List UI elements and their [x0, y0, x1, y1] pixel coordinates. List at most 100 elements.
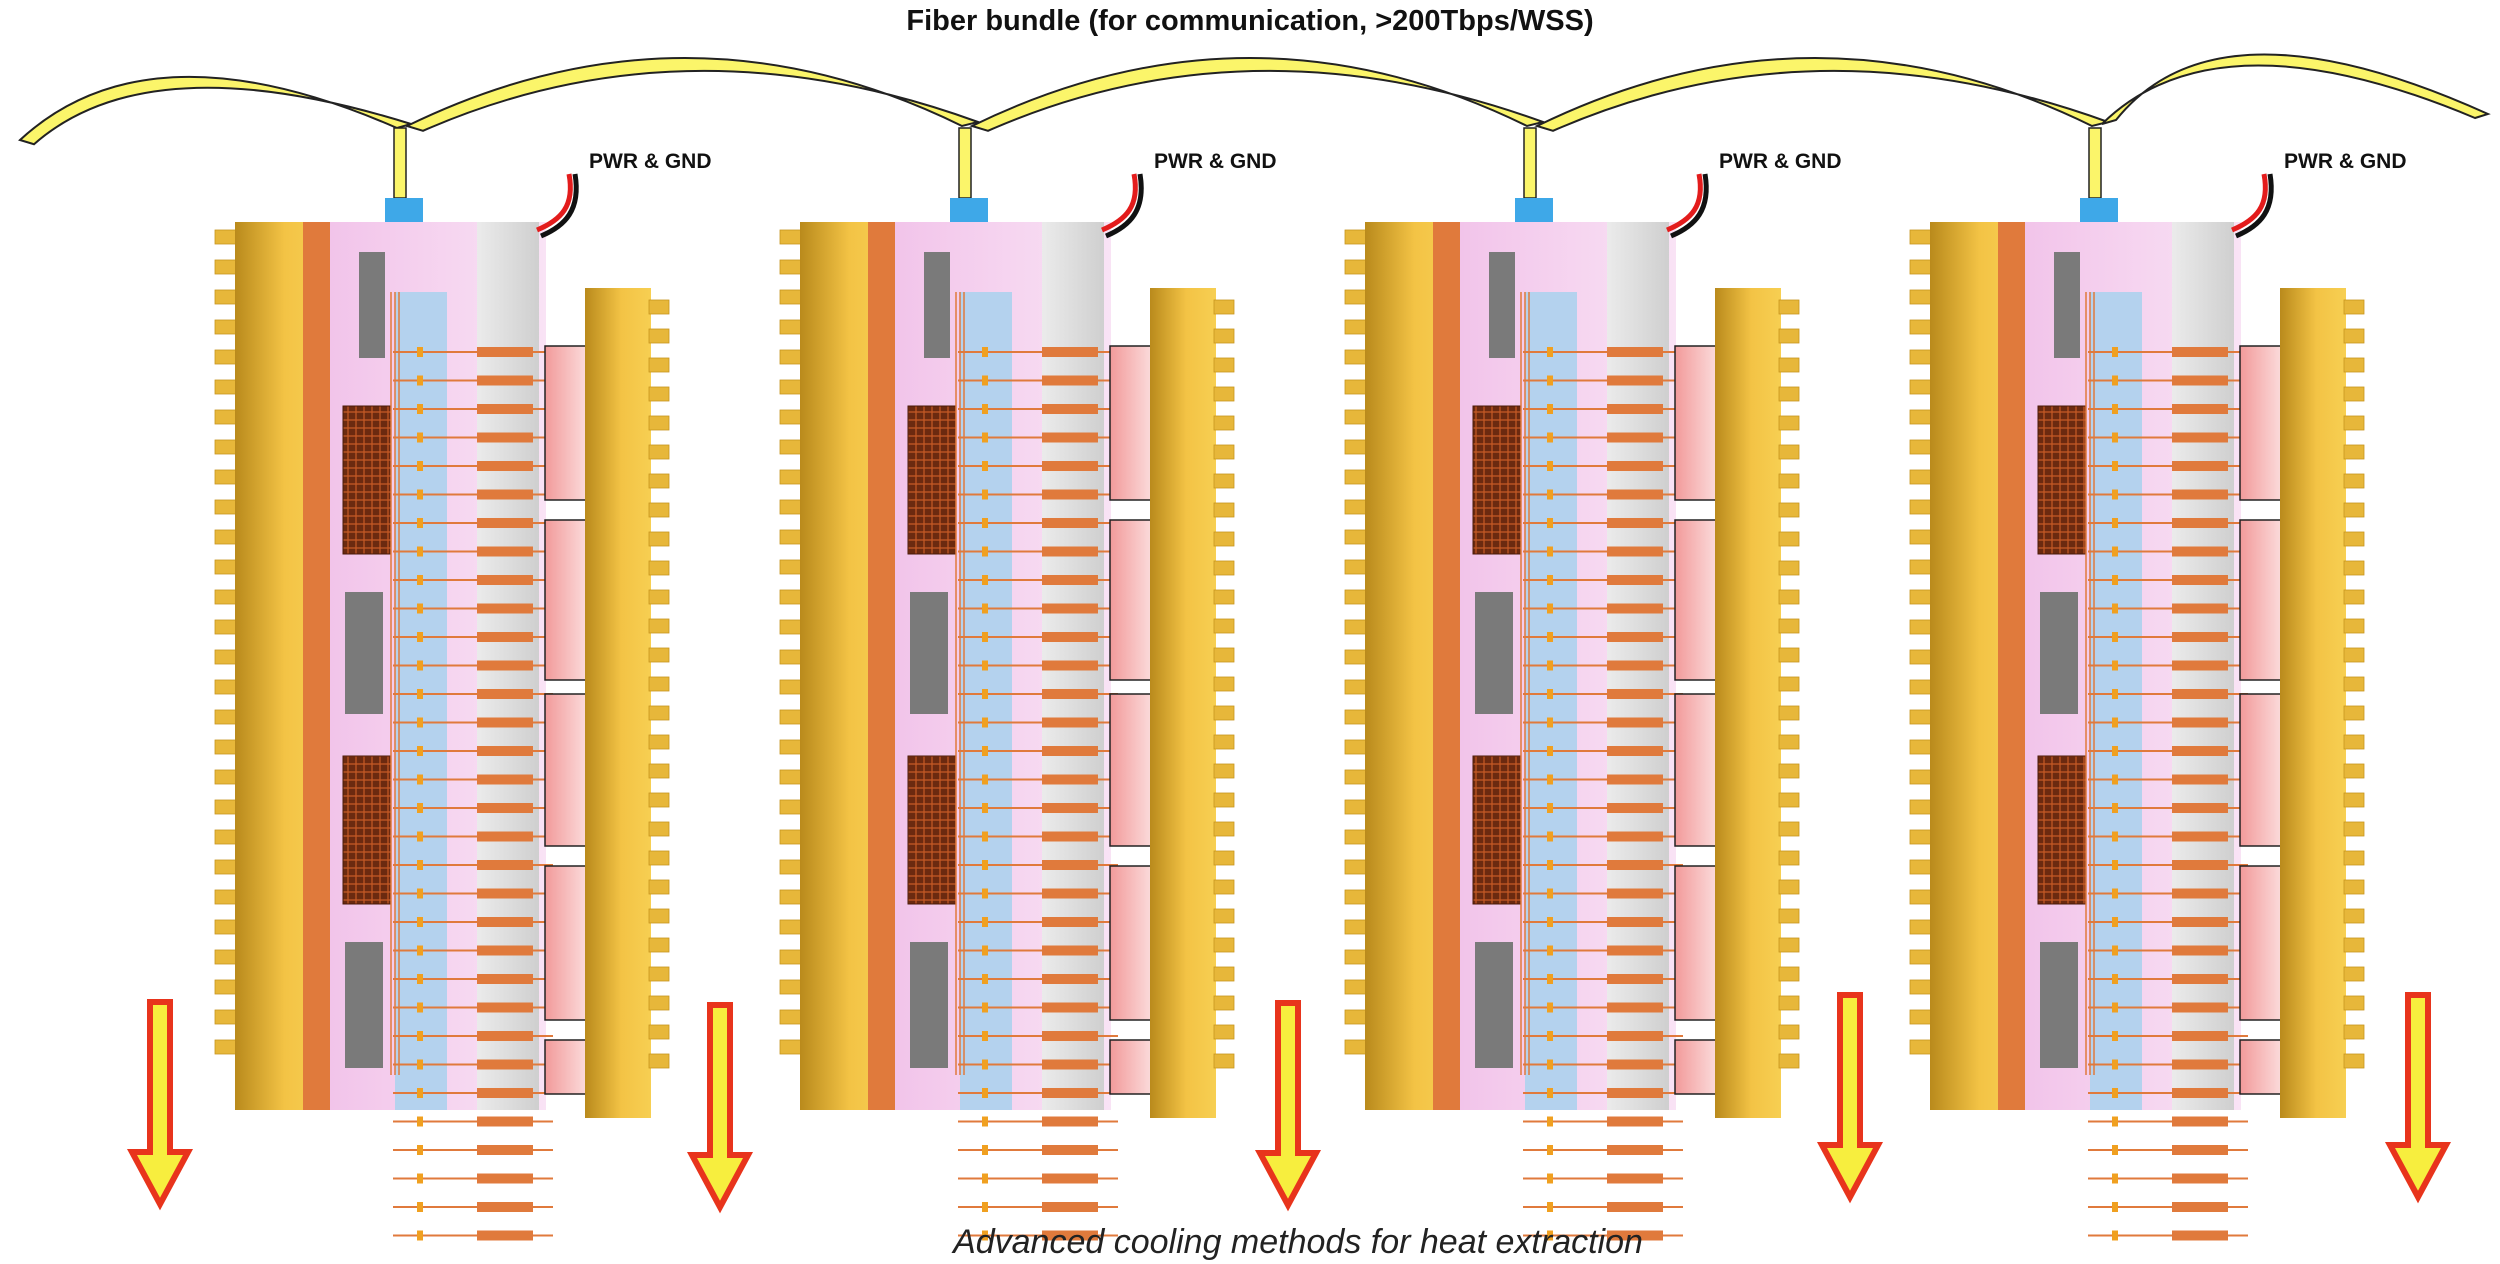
heat-sink-fin: [214, 1039, 238, 1055]
heat-sink-fin: [214, 589, 238, 605]
power-wire-pwr: [1101, 173, 1138, 233]
trace-pad: [1042, 347, 1098, 357]
heat-sink-fin: [779, 649, 803, 665]
heat-sink-fin: [779, 589, 803, 605]
trace-via: [1547, 603, 1553, 614]
trace-via: [417, 1230, 423, 1241]
heat-sink-fin: [1909, 379, 1933, 395]
trace-pad: [2172, 347, 2228, 357]
heat-sink-fin: [1909, 349, 1933, 365]
heat-sink-fin: [1213, 734, 1235, 750]
power-wire-gnd: [2235, 173, 2274, 239]
gray-block: [2040, 592, 2078, 714]
heat-sink-fin: [1213, 299, 1235, 315]
heat-sink-fin: [1213, 357, 1235, 373]
heat-sink-fin: [1213, 618, 1235, 634]
trace-via: [1547, 1173, 1553, 1184]
trace-pad: [477, 1088, 533, 1098]
heat-sink-fin: [1909, 409, 1933, 425]
trace-pad: [2172, 945, 2228, 956]
heat-sink-fin: [648, 589, 670, 605]
trace-via: [417, 404, 423, 414]
heat-sink-fin: [1778, 589, 1800, 605]
trace-pad: [1607, 1059, 1663, 1070]
trace-pad: [477, 489, 533, 500]
heat-sink-fin: [1213, 995, 1235, 1011]
trace-via: [417, 375, 423, 386]
heat-sink-fin: [1213, 531, 1235, 547]
trace-pad: [477, 432, 533, 443]
trace-via: [2112, 603, 2118, 614]
logic-chip: [907, 405, 957, 555]
trace-pad: [1042, 632, 1098, 642]
heat-sink-fin: [1213, 415, 1235, 431]
heat-sink-fin: [214, 439, 238, 455]
trace-via: [417, 917, 423, 927]
trace-pad: [1042, 518, 1098, 528]
heat-sink-fin: [1213, 444, 1235, 460]
heat-sink-fin: [648, 502, 670, 518]
heat-sink-fin: [648, 386, 670, 402]
trace-via: [417, 632, 423, 642]
trace-via: [2112, 632, 2118, 642]
heat-sink-fin: [1778, 531, 1800, 547]
trace-via: [982, 774, 988, 785]
trace-via: [417, 575, 423, 585]
trace-pad: [2172, 1088, 2228, 1098]
trace-via: [1547, 1145, 1553, 1155]
trace-via: [2112, 1059, 2118, 1070]
trace-pad: [1042, 1145, 1098, 1155]
trace-via: [417, 660, 423, 671]
trace-via: [417, 888, 423, 899]
heat-sink-fin: [648, 937, 670, 953]
heat-sink-fin: [1213, 560, 1235, 576]
trace-via: [2112, 1088, 2118, 1098]
heat-sink-fin: [779, 829, 803, 845]
trace-pad: [1607, 660, 1663, 671]
heat-sink-fin: [648, 763, 670, 779]
trace-pad: [477, 945, 533, 956]
heat-sink-fin: [2343, 908, 2365, 924]
heat-sink-fin: [1213, 1024, 1235, 1040]
cooling-arrow: [1254, 1000, 1322, 1212]
trace-pad: [477, 888, 533, 899]
trace-via: [2112, 1116, 2118, 1127]
heat-sink-fin: [214, 769, 238, 785]
trace-pad: [2172, 1002, 2228, 1013]
heat-sink-fin: [648, 879, 670, 895]
heat-sink-fin: [214, 469, 238, 485]
trace-via: [982, 917, 988, 927]
heat-sink-fin: [1213, 908, 1235, 924]
memory-stack: [2239, 865, 2283, 1021]
power-label: PWR & GND: [589, 150, 712, 173]
trace-pad: [477, 1031, 533, 1041]
heat-sink-fin: [779, 619, 803, 635]
heat-sink-fin: [2343, 299, 2365, 315]
trace-pad: [1607, 404, 1663, 414]
heat-sink-fin: [1213, 850, 1235, 866]
heat-sink-fin: [1909, 919, 1933, 935]
trace-via: [2112, 1230, 2118, 1241]
heat-sink-fin: [1344, 319, 1368, 335]
trace-pad: [1607, 888, 1663, 899]
trace-via: [417, 518, 423, 528]
heat-sink-fin: [779, 769, 803, 785]
heat-sink-fin: [2343, 937, 2365, 953]
heat-sink-fin: [1344, 979, 1368, 995]
trace-via: [982, 831, 988, 842]
heat-sink-fin: [779, 889, 803, 905]
logic-chip: [342, 755, 392, 905]
trace-via: [1547, 831, 1553, 842]
heat-sink-fin: [214, 379, 238, 395]
trace-pad: [1607, 603, 1663, 614]
gray-block: [345, 942, 383, 1068]
trace-pad: [2172, 860, 2228, 870]
gray-block: [2054, 252, 2080, 358]
heat-sink-fin: [648, 299, 670, 315]
heat-sink-fin: [1213, 937, 1235, 953]
trace-pad: [2172, 461, 2228, 471]
heat-sink-fin: [1213, 705, 1235, 721]
trace-via: [2112, 717, 2118, 728]
heat-sink-fin: [1778, 792, 1800, 808]
heat-sink-fin: [214, 529, 238, 545]
